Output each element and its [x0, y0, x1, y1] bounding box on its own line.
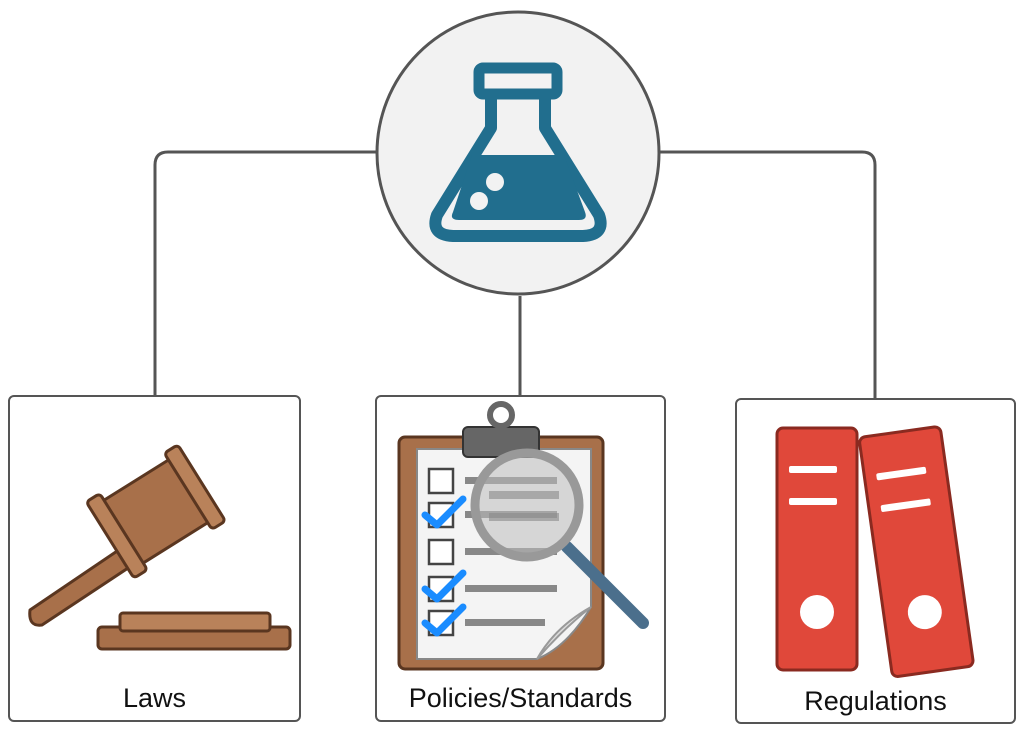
binder-right [858, 425, 975, 678]
card-policies-standards: Policies/Standards [375, 395, 666, 722]
connector-to-laws [153, 150, 378, 395]
gavel-icon [28, 444, 292, 651]
hub-node [375, 10, 661, 296]
check-mark-icons [421, 495, 467, 637]
card-label-regulations: Regulations [804, 686, 947, 716]
connector-to-regulations [658, 150, 877, 398]
binder-left [775, 426, 859, 672]
clipboard-checklist-icon [397, 401, 649, 671]
card-regulations: Regulations [735, 398, 1016, 724]
card-label-laws: Laws [122, 683, 187, 713]
card-label-policies-standards: Policies/Standards [408, 683, 633, 713]
card-laws: Laws [8, 395, 301, 722]
magnifying-glass-icon [470, 448, 649, 629]
binders-icon [775, 425, 975, 678]
lab-flask-icon [429, 62, 607, 242]
